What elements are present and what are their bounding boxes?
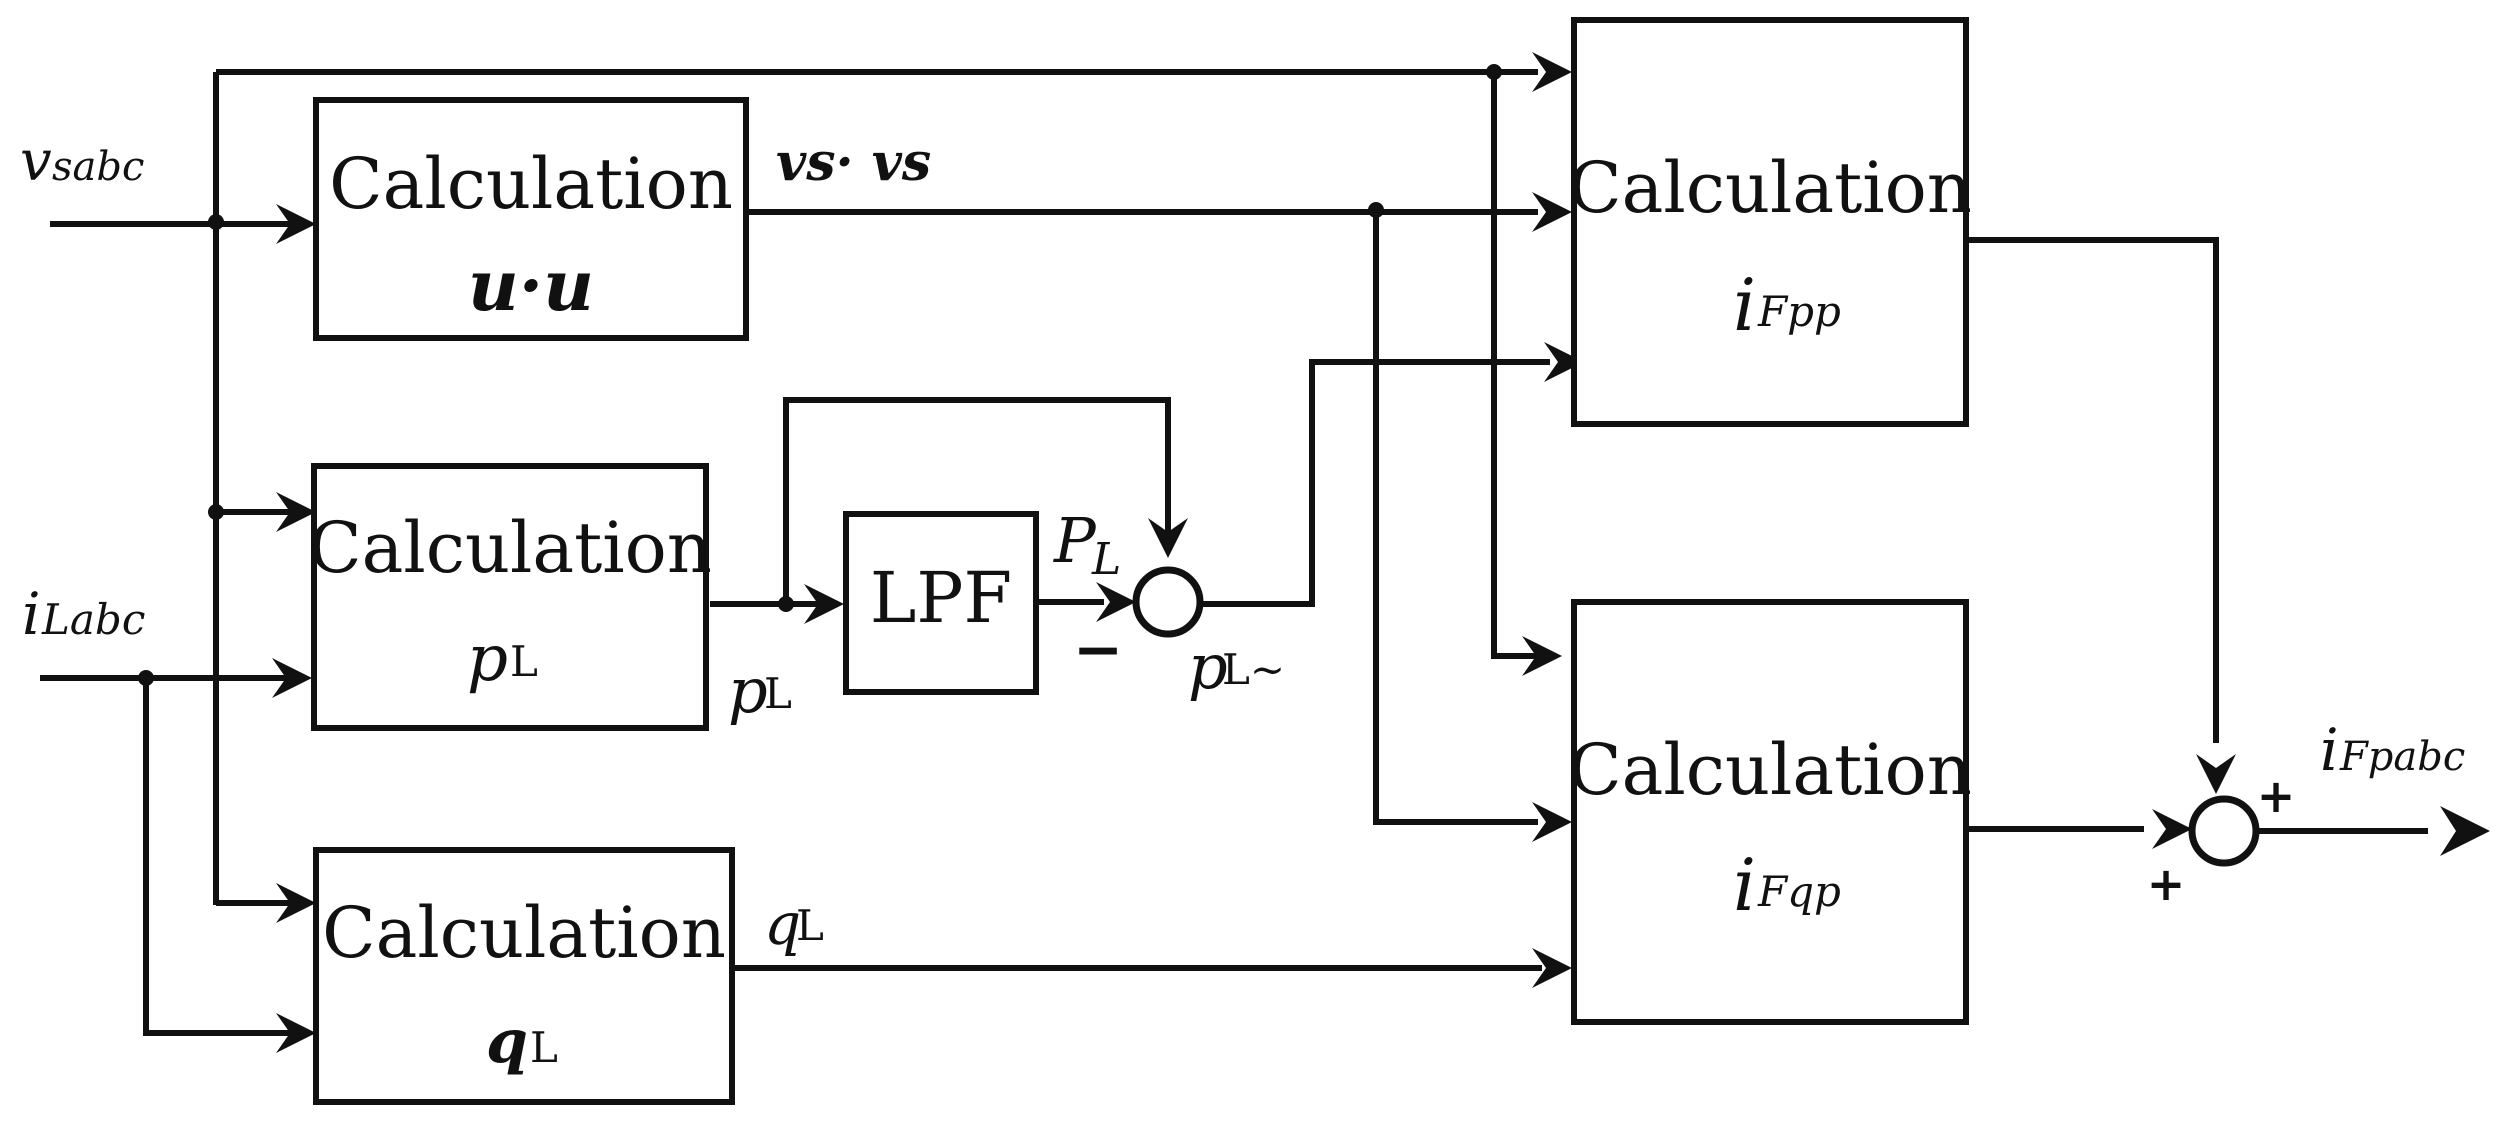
block-ifqp-title: Calculation <box>1568 729 1972 811</box>
arrow-to-sum-left <box>1096 582 1136 622</box>
arrow-to-ql-top <box>276 883 316 923</box>
arrow-to-outsum-top <box>2196 754 2236 794</box>
sign-plus-output-left: + <box>2147 857 2186 911</box>
label-vsabc-symbol: v <box>20 129 52 194</box>
wire-vsvs-to-ifqp <box>1373 212 1538 825</box>
arrowheads <box>272 52 2490 1053</box>
wire-ifpp-to-sum <box>1968 237 2219 743</box>
block-ifqp-subscript: Fqp <box>1757 867 1841 916</box>
arrow-to-lpf <box>804 584 844 624</box>
wire-il-branch <box>143 678 296 1036</box>
junction-dot <box>208 504 224 520</box>
label-output: i Fpabc <box>2320 716 2465 784</box>
block-ifpp-subscript: Fpp <box>1757 287 1841 336</box>
label-ql-out: q L <box>764 890 824 958</box>
junction-dot <box>208 214 224 230</box>
block-ifqp-symbol: i <box>1733 843 1756 927</box>
block-lpf-box <box>843 511 1039 695</box>
junctions <box>138 64 1502 686</box>
summing-junction-lpf <box>1132 566 1204 638</box>
label-ilabc-subscript: Labc <box>41 595 145 644</box>
junction-dot <box>1486 64 1502 80</box>
label-pl-avg: P L <box>1053 504 1121 585</box>
junction-dot <box>1368 202 1384 218</box>
block-pl-title: Calculation <box>308 507 712 589</box>
block-uu: Calculation u·u <box>313 97 749 341</box>
block-pl-subscript: L <box>510 637 538 686</box>
arrow-to-ifpp-1 <box>1532 52 1572 92</box>
block-lpf-title: LPF <box>870 557 1012 639</box>
arrow-to-pl-top <box>276 492 316 532</box>
arrow-to-pl-bottom <box>272 658 312 698</box>
wire-plac-to-ifpp <box>1202 359 1550 607</box>
label-pl-out-subscript: L <box>764 669 792 718</box>
block-ifpp: Calculation i Fpp <box>1568 17 1972 427</box>
block-ql-box <box>313 847 735 1105</box>
arrow-to-ifqp-1 <box>1522 636 1562 676</box>
wiring <box>40 69 2428 1036</box>
block-uu-title: Calculation <box>329 143 733 225</box>
block-pl-box <box>311 463 709 731</box>
junction-dot <box>778 596 794 612</box>
label-ilabc-symbol: i <box>22 580 41 648</box>
block-ql-title: Calculation <box>322 892 726 974</box>
summing-junction-output <box>2188 795 2260 867</box>
label-ql-out-subscript: L <box>796 901 824 950</box>
sign-plus-output-top: + <box>2257 769 2296 823</box>
arrow-to-sum-top <box>1148 518 1188 558</box>
sign-minus-lpf-sum: − <box>1073 615 1123 685</box>
label-pl-avg-subscript: L <box>1091 534 1121 585</box>
block-lpf: LPF <box>843 511 1039 695</box>
block-ifqp-box <box>1571 599 1969 1025</box>
label-pl-out: p L <box>728 654 792 727</box>
arrow-to-ql-bottom <box>276 1013 316 1053</box>
label-pl-out-symbol: p <box>728 654 768 727</box>
block-ifpp-box <box>1571 17 1969 427</box>
label-vsabc-subscript: sabc <box>52 144 144 190</box>
junction-dot <box>138 670 154 686</box>
label-output-subscript: Fpabc <box>2339 734 2465 780</box>
arrow-to-uu <box>276 204 316 244</box>
block-pl-symbol: p <box>467 622 508 696</box>
label-pl-ac-symbol: p <box>1188 630 1228 703</box>
arrow-output <box>2440 806 2490 856</box>
block-uu-expr: u·u <box>468 244 594 327</box>
arrow-to-ifqp-2 <box>1532 802 1572 842</box>
block-ql-symbol: q <box>486 1007 528 1077</box>
block-uu-box <box>313 97 749 341</box>
label-vsabc: v sabc <box>20 129 144 194</box>
block-ifpp-title: Calculation <box>1568 147 1972 229</box>
arrow-to-ifqp-3 <box>1532 948 1572 988</box>
block-pl: Calculation p L <box>308 463 712 731</box>
wire-pl-bypass <box>783 397 1171 604</box>
block-ifpp-symbol: i <box>1733 263 1756 347</box>
block-ql: Calculation q L <box>313 847 735 1105</box>
label-pl-avg-symbol: P <box>1053 504 1097 577</box>
arrow-to-ifpp-3 <box>1544 342 1584 382</box>
arrow-to-ifpp-2 <box>1532 192 1572 232</box>
label-vs-dot-vs: vs· vs <box>776 132 931 193</box>
block-ifqp: Calculation i Fqp <box>1568 599 1972 1025</box>
wire-vs-to-ifqp <box>1491 72 1538 659</box>
label-output-symbol: i <box>2320 716 2339 784</box>
block-ql-subscript: L <box>530 1023 558 1072</box>
label-pl-ac: p L~ <box>1188 630 1285 703</box>
label-pl-ac-subscript: L~ <box>1222 645 1285 694</box>
label-ql-out-symbol: q <box>764 890 801 958</box>
label-ilabc: i Labc <box>22 580 145 648</box>
arrow-to-outsum-left <box>2152 809 2192 849</box>
